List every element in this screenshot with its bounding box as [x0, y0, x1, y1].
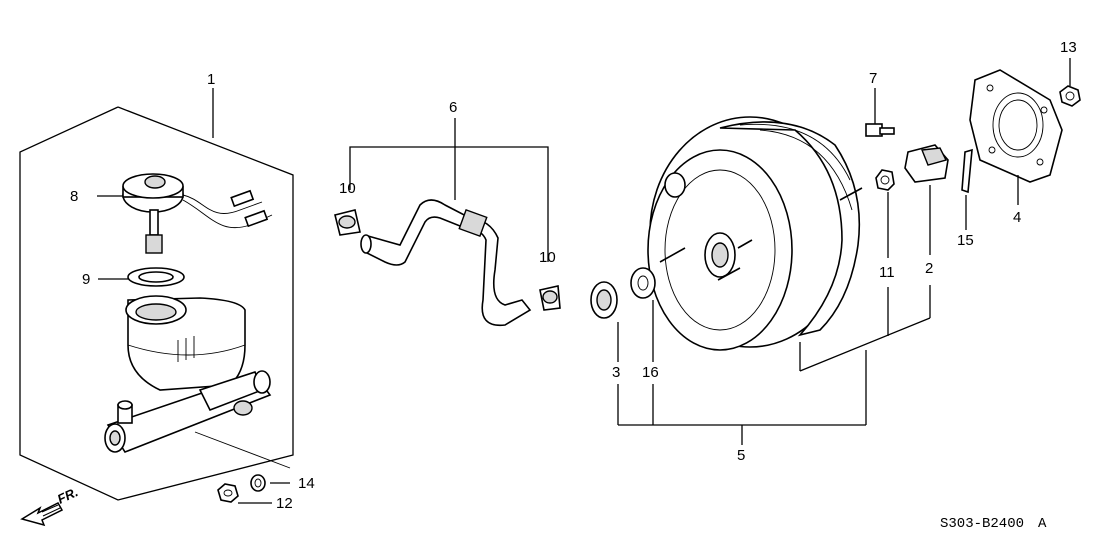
callout-16: 16	[642, 364, 659, 381]
callout-15: 15	[957, 232, 974, 249]
seal-ring	[127, 267, 185, 287]
callout-13: 13	[1060, 39, 1077, 56]
cylinder-body	[104, 370, 291, 469]
callout-10-right: 10	[539, 249, 556, 266]
callout-4: 4	[1013, 209, 1021, 226]
reservoir	[125, 295, 246, 391]
callout-9: 9	[82, 271, 90, 288]
callout-1: 1	[207, 71, 215, 88]
clevis	[904, 144, 949, 183]
vacuum-hose-group	[334, 118, 561, 327]
bolt	[865, 123, 895, 137]
brake-booster-group	[590, 116, 931, 445]
reservoir-cap	[122, 173, 273, 254]
gasket-nut	[1059, 85, 1081, 107]
diagram-code: S303-B2400	[940, 516, 1024, 532]
callout-10-left: 10	[339, 180, 356, 197]
callout-3: 3	[612, 364, 620, 381]
callout-2: 2	[925, 260, 933, 277]
clevis-pin	[961, 148, 973, 194]
callout-5: 5	[737, 447, 745, 464]
callout-12: 12	[276, 495, 293, 512]
booster-hardware	[865, 58, 1081, 258]
callout-6: 6	[449, 99, 457, 116]
master-cylinder-group	[19, 88, 294, 504]
callout-14: 14	[298, 475, 315, 492]
gasket	[969, 69, 1063, 183]
diagram-revision: A	[1038, 516, 1047, 532]
booster-seal	[590, 281, 618, 319]
callout-8: 8	[70, 188, 78, 205]
callout-7: 7	[869, 70, 877, 87]
nut-and-washer	[217, 474, 266, 503]
callout-11: 11	[879, 264, 895, 281]
booster-washer	[630, 267, 656, 299]
front-label: FR.	[55, 484, 80, 506]
flange-nut	[875, 169, 895, 191]
front-arrow-icon	[20, 502, 64, 527]
